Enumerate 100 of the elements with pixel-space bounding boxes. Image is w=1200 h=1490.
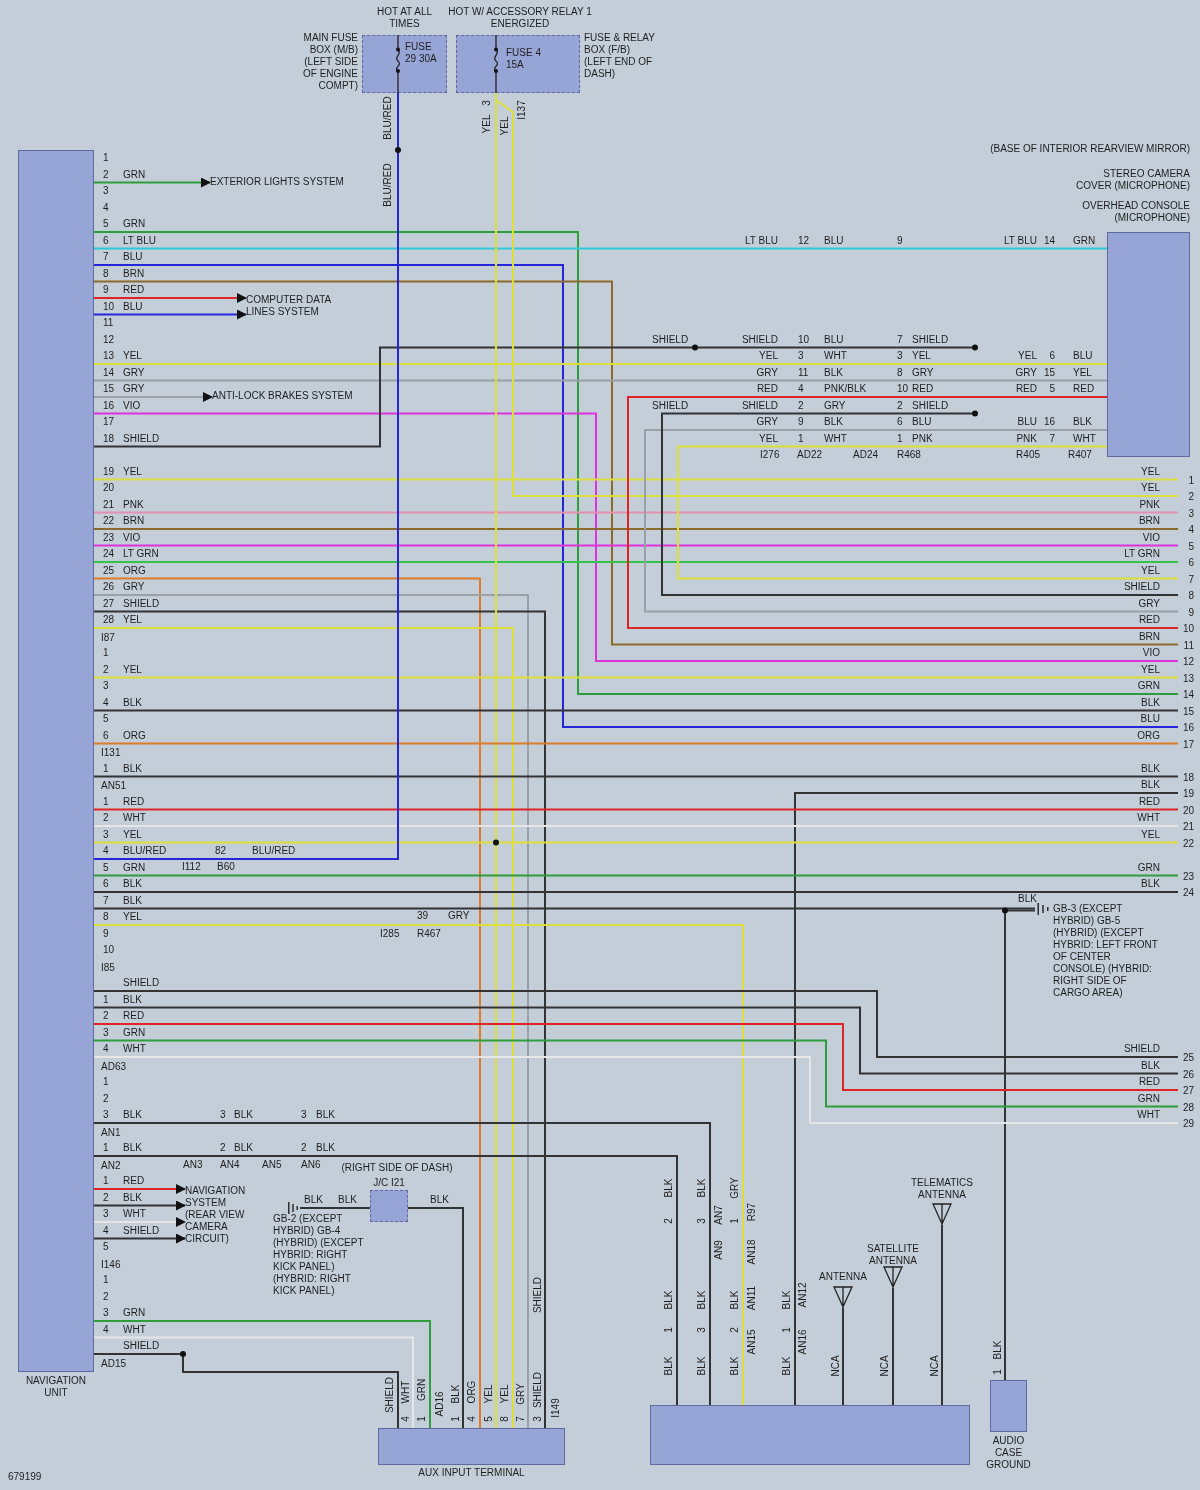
wire-color-label: BLK: [123, 993, 142, 1006]
wire-number: 22: [1181, 837, 1194, 850]
pin-number: 17: [103, 416, 115, 428]
wire-color-label: YEL: [1141, 564, 1160, 577]
wire-number: 11: [1182, 639, 1194, 652]
wire-number: 6: [1187, 557, 1194, 569]
wire-color-label: BLK: [663, 1178, 675, 1198]
pin-number: 15: [1043, 366, 1055, 379]
pin-number: 8: [897, 366, 903, 379]
pin-number: 12: [103, 333, 115, 346]
connector-id: I137: [516, 100, 528, 120]
pin-number: 6: [1049, 350, 1055, 362]
pin-number: 3: [301, 1109, 307, 1121]
wire-color-label: GRY: [1015, 366, 1037, 379]
wire-color-label: RED: [1138, 1076, 1160, 1088]
component-label: AUDIO CASE GROUND: [985, 1435, 1032, 1471]
wire-color-label: BLK: [781, 1290, 793, 1310]
arrow: [93, 1200, 186, 1211]
wire-color-label: WHT: [824, 350, 847, 362]
wire-color-label: BLK: [234, 1109, 253, 1121]
pin-number: 5: [103, 218, 109, 230]
wire-color-label: BLK: [1073, 416, 1092, 428]
arrow: [93, 309, 247, 320]
wire-color-label: GRY: [123, 581, 145, 593]
pin-number: 10: [103, 300, 115, 313]
component-label: SATELLITE ANTENNA: [865, 1243, 921, 1267]
pin-number: 2: [103, 1290, 109, 1303]
wire: [93, 561, 1179, 563]
wire-color-label: BLU: [824, 234, 844, 247]
wire-color-label: ORG: [1137, 729, 1160, 742]
wire-number: 20: [1181, 804, 1194, 817]
pin-number: 1: [103, 1076, 109, 1088]
pin-number: 8: [103, 911, 109, 923]
component-label: ANTENNA: [818, 1271, 868, 1283]
wire: [677, 445, 1179, 580]
pin-number: 9: [798, 416, 804, 428]
pin-number: 3: [103, 1307, 109, 1319]
ground-point-label: GB-3 (EXCEPT HYBRID) GB-5 (HYBRID) (EXCEPT HYBRID: LEFT FRONT OF CENTER CONSOLE) (HYBRID: RIGHT SIDE OF CARGO AREA): [1053, 903, 1159, 999]
pin-number: 6: [103, 729, 109, 742]
wire: [93, 825, 1179, 827]
pin-number: 14: [103, 366, 115, 379]
pin-number: 39: [417, 910, 429, 922]
wire-number: 3: [1187, 507, 1194, 520]
wire-color-label: WHT: [400, 1380, 412, 1404]
wire-number: 12: [1181, 656, 1194, 668]
pin-number: 2: [103, 168, 109, 181]
wire-color-label: BLK: [1141, 878, 1160, 890]
wire-color-label: BLU: [1017, 416, 1037, 428]
wire-color-label: BLU/RED: [252, 845, 296, 857]
pin-number: 3: [696, 1327, 708, 1333]
connector-id: AN12: [797, 1282, 809, 1308]
pin-number: 15: [103, 383, 115, 395]
wire: [93, 924, 744, 1406]
wire-color-label: YEL: [123, 465, 142, 478]
wire-color-label: GRY: [756, 366, 778, 379]
wire: [644, 429, 1179, 613]
wire-color-label: BLK: [1141, 1059, 1160, 1072]
wire-color-label: BLK: [123, 696, 142, 709]
connector-id: I112: [182, 860, 201, 873]
pin-number: 12: [798, 234, 810, 247]
wire: [93, 990, 1179, 1058]
wire-color-label: SHIELD: [123, 1340, 160, 1352]
pin-number: 5: [103, 713, 109, 725]
wire-color-label: BLK: [1141, 696, 1160, 709]
wire-color-label: RED: [123, 795, 145, 808]
wire: [93, 478, 1179, 481]
wire: [93, 1056, 1179, 1124]
wire-number: 8: [1187, 590, 1194, 602]
wire-number: 14: [1181, 689, 1194, 701]
wire-color-label: WHT: [1137, 812, 1160, 824]
connector-id: AN15: [746, 1329, 758, 1355]
wire-color-label: BLU: [123, 251, 143, 263]
wire-color-label: GRY: [448, 910, 470, 922]
wire-color-label: GRN: [1137, 1092, 1160, 1105]
connector-id: AN6: [301, 1158, 321, 1171]
pin-number: 1: [103, 1175, 109, 1187]
pin-number: 9: [103, 927, 109, 940]
wire: [93, 544, 1179, 547]
wire: [93, 1039, 1179, 1108]
pin-number: 1: [103, 795, 109, 808]
wire-color-label: YEL: [1141, 465, 1160, 478]
wire-color-label: YEL: [1141, 482, 1160, 494]
wire-color-label: WHT: [123, 1043, 146, 1055]
arrow: [93, 177, 211, 188]
pin-number: 13: [103, 350, 115, 362]
wire-color-label: WHT: [123, 1323, 146, 1336]
wire-color-label: PNK: [1016, 432, 1037, 445]
wire-color-label: SHIELD: [912, 333, 949, 346]
wire-color-label: SHIELD: [532, 1371, 544, 1409]
wire-color-label: BLK: [1141, 762, 1160, 775]
wire-color-label: BLK: [123, 1142, 142, 1154]
connector-id: AN1: [101, 1126, 121, 1139]
wire-color-label: YEL: [1141, 663, 1160, 676]
arrow: [93, 293, 247, 303]
pin-number: 4: [466, 1416, 478, 1422]
wire: [299, 1207, 371, 1209]
wire-color-label: YEL: [1018, 350, 1037, 362]
pin-number: 3: [103, 185, 109, 197]
wire-color-label: SHIELD: [741, 333, 778, 346]
wire: [93, 907, 1036, 910]
